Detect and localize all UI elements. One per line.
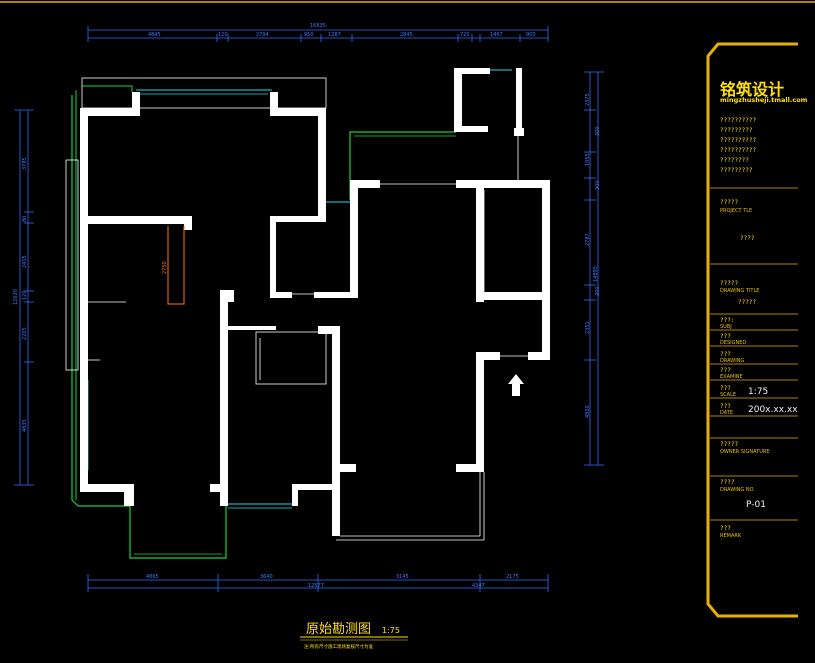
drawing-no-value: P-01 <box>746 500 766 510</box>
field-remark: ??? <box>720 525 731 532</box>
top-dim-seg-8: 900 <box>526 32 536 38</box>
top-dim-seg-3: 950 <box>304 32 314 38</box>
company-name: 铭筑设计 <box>720 80 784 99</box>
right-dim-seg-6: 2351 <box>585 321 591 334</box>
top-dim-segments: 4845 120 2794 950 1287 2845 720 1467 900 <box>148 32 536 38</box>
bottom-dim-seg-2: 3145 <box>396 574 409 580</box>
left-dim-seg-4: 2205 <box>22 327 28 340</box>
panel-dividers <box>710 187 798 521</box>
info-lines: ?????????? ????????? ?????????? ????????… <box>720 117 757 174</box>
drawing-title: 原始勘测图 <box>306 622 371 637</box>
drawing-title-label: ????? <box>720 280 738 287</box>
field-remark-en: REMARK <box>720 533 742 539</box>
room-highlight: 2750 <box>162 226 185 305</box>
field-examine-en: EXAMINE <box>720 374 743 380</box>
right-dim-seg-2: 1055 <box>585 153 591 166</box>
field-date-en: DATE <box>720 410 733 416</box>
title-panel: 铭筑设计 mingzhusheji.tmall.com ?????????? ?… <box>706 42 808 618</box>
left-dim-seg-5: 4835 <box>22 419 28 432</box>
right-dim-seg-0: 2375 <box>585 93 591 106</box>
right-dim-seg-1: 300 <box>595 126 601 136</box>
window-lines <box>71 69 512 559</box>
field-drawing: ??? <box>720 351 731 358</box>
title-panel-border <box>706 42 798 618</box>
drawing-title-block: 原始勘测图 1:75 注:所有尺寸施工现场复核尺寸为准 <box>300 622 408 650</box>
top-dim-overall: 16835 <box>310 23 326 29</box>
left-dim-seg-3: 120 <box>22 290 28 300</box>
dimension-lines <box>14 26 604 592</box>
top-dim-seg-5: 2845 <box>400 32 413 38</box>
project-label: ????? <box>720 199 738 206</box>
room-dimension-label: 2750 <box>162 261 168 274</box>
bottom-dim-seg-0: 4865 <box>146 574 159 580</box>
right-dim-overall: 14895 <box>593 266 599 282</box>
field-examine: ??? <box>720 367 731 374</box>
bottom-dim-seg-3: 2175 <box>506 574 519 580</box>
scale-value: 1:75 <box>748 387 768 397</box>
drawing-note: 注:所有尺寸施工现场复核尺寸为准 <box>304 643 374 650</box>
left-dim-seg-2: 2415 <box>22 255 28 268</box>
field-designed-en: DESIGNED <box>720 340 746 346</box>
field-drawing-no: ???? <box>720 479 735 486</box>
top-dim-seg-1: 120 <box>218 32 228 38</box>
bottom-dim-sub-1: 4347 <box>472 583 485 589</box>
panel-fields: ???: SUBJ ??? DESIGNED ??? DRAWING ??? E… <box>720 317 798 539</box>
left-dim-segments: 12630 3785 80 2415 120 2205 4835 <box>13 157 28 432</box>
info-line-2: ?????????? <box>720 137 757 144</box>
field-drawing-no-en: DRAWING NO. <box>720 487 755 493</box>
field-scale-en: SCALE <box>720 392 736 398</box>
top-dim-seg-7: 1467 <box>490 32 503 38</box>
field-subj-en: SUBJ <box>720 324 732 330</box>
top-dim-seg-4: 1287 <box>328 32 341 38</box>
project-label-en: PROJECT TLE <box>720 208 752 214</box>
field-owner-en: OWNER SIGNATURE <box>720 449 770 455</box>
info-line-3: ?????????? <box>720 147 757 154</box>
right-dim-segments: 14895 2375 300 1055 300 2787 200 2351 48… <box>585 93 601 418</box>
company-url: mingzhusheji.tmall.com <box>720 96 808 104</box>
field-owner: ????? <box>720 441 738 448</box>
field-designed: ??? <box>720 333 731 340</box>
wall-outlines <box>65 77 528 541</box>
bottom-dim-segments: 4865 3640 3145 2175 12577 4347 <box>146 574 519 589</box>
walls <box>80 68 550 536</box>
field-scale: ??? <box>720 385 731 392</box>
info-line-5: ????????? <box>720 167 753 174</box>
top-dim-seg-0: 4845 <box>148 32 161 38</box>
field-drawing-en: DRAWING <box>720 358 744 364</box>
bottom-dim-seg-1: 3640 <box>260 574 273 580</box>
right-dim-seg-3: 300 <box>595 180 601 190</box>
bottom-dim-sub-0: 12577 <box>308 583 324 589</box>
field-date: ??? <box>720 403 731 410</box>
top-dim-seg-2: 2794 <box>256 32 269 38</box>
drawing-title-scale: 1:75 <box>382 626 400 635</box>
right-dim-seg-7: 4820 <box>585 405 591 418</box>
entrance-arrow-icon <box>508 374 524 396</box>
info-line-1: ????????? <box>720 127 753 134</box>
field-subj: ???: <box>720 317 734 324</box>
date-value: 200x.xx.xx <box>748 405 798 415</box>
drawing-title-value: ????? <box>738 299 756 306</box>
left-dim-seg-0: 3785 <box>22 157 28 170</box>
project-value: ???? <box>740 235 755 242</box>
info-line-0: ?????????? <box>720 117 757 124</box>
drawing-title-label-en: DRAWING TITLE <box>720 288 759 294</box>
right-dim-seg-5: 200 <box>595 286 601 296</box>
right-dim-seg-4: 2787 <box>585 233 591 246</box>
top-dim-seg-6: 720 <box>460 32 470 38</box>
left-dim-overall: 12630 <box>13 289 19 305</box>
left-dim-seg-1: 80 <box>22 216 28 222</box>
info-line-4: ???????? <box>720 157 749 164</box>
